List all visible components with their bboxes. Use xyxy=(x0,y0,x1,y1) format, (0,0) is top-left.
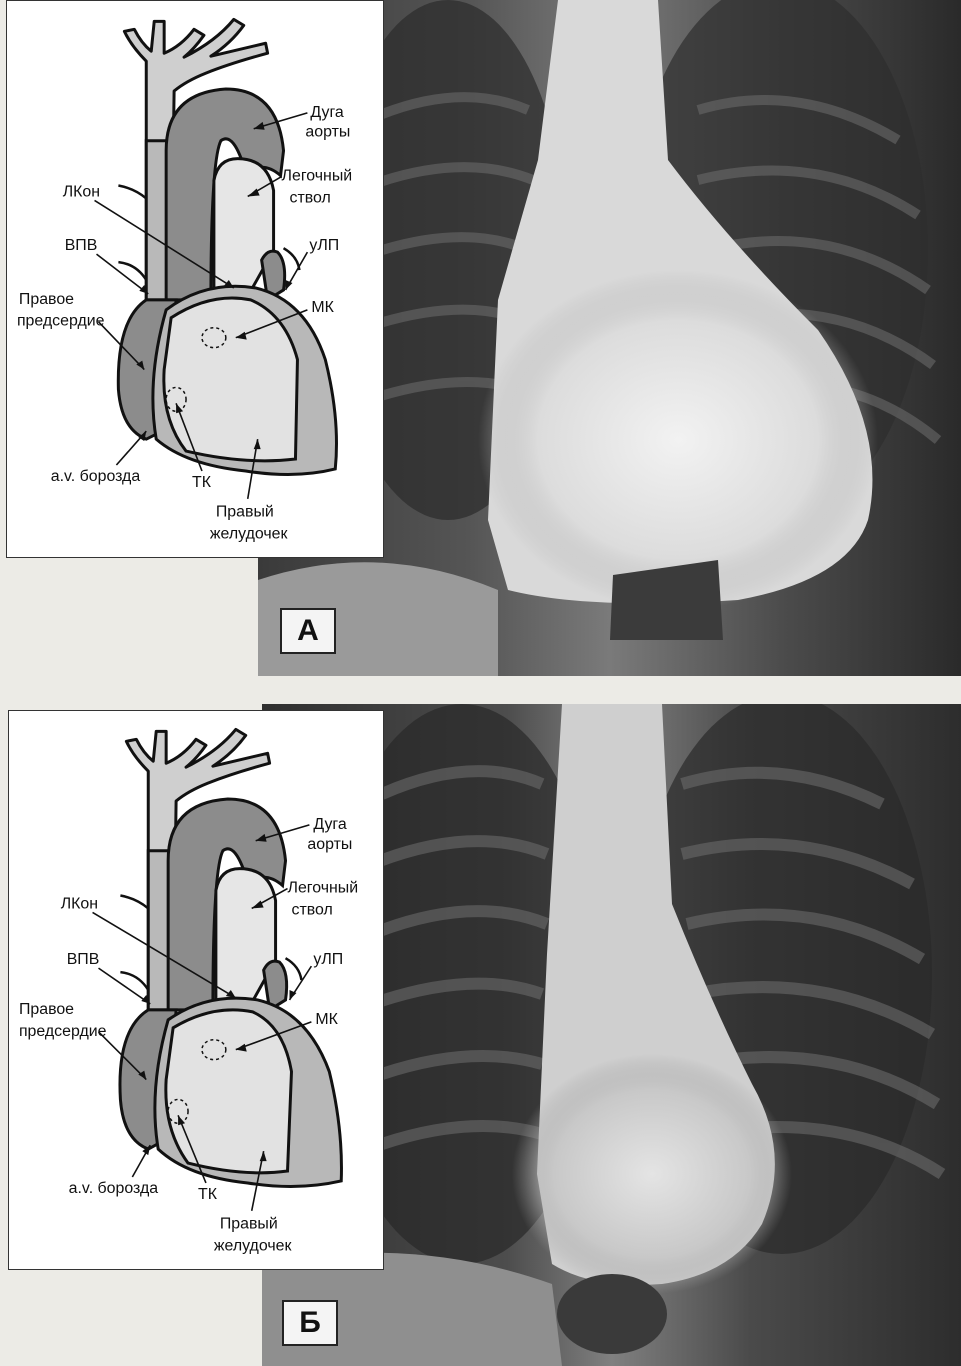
label-aortic-arch-line2: аорты xyxy=(307,836,352,853)
label-aortic-arch-line2: аорты xyxy=(305,124,350,141)
label-ula: уЛП xyxy=(309,237,339,254)
label-pulmonary-trunk-line2: ствол xyxy=(289,189,330,206)
label-lcon: ЛКон xyxy=(61,895,98,912)
label-tk: ТК xyxy=(192,474,212,491)
label-svc: ВПВ xyxy=(67,951,100,968)
label-pulmonary-trunk-line1: Легочный xyxy=(282,168,353,185)
label-right-atrium-line2: предсердие xyxy=(17,313,105,330)
label-mk: МК xyxy=(315,1011,338,1028)
label-right-ventricle-line1: Правый xyxy=(220,1216,278,1233)
label-right-atrium-line1: Правое xyxy=(19,291,74,308)
heart-diagram-b: Дуга аорты Легочный ствол ЛКон ВПВ уЛП П… xyxy=(8,710,384,1270)
panel-letter-b: Б xyxy=(282,1300,338,1346)
label-right-ventricle-line1: Правый xyxy=(216,504,274,521)
label-aortic-arch-line1: Дуга xyxy=(313,816,347,833)
panel-letter-a: А xyxy=(280,608,336,654)
label-right-ventricle-line2: желудочек xyxy=(210,526,289,543)
label-av-groove: a.v. борозда xyxy=(51,468,141,485)
label-right-atrium-line1: Правое xyxy=(19,1001,74,1018)
label-right-atrium-line2: предсердие xyxy=(19,1023,107,1040)
label-pulmonary-trunk-line1: Легочный xyxy=(288,880,359,897)
label-aortic-arch-line1: Дуга xyxy=(310,104,344,121)
label-ula: уЛП xyxy=(313,951,343,968)
label-right-ventricle-line2: желудочек xyxy=(214,1238,293,1255)
label-av-groove: a.v. борозда xyxy=(69,1180,159,1197)
figure-panel-b: Дуга аорты Легочный ствол ЛКон ВПВ уЛП П… xyxy=(0,704,961,1366)
label-mk: МК xyxy=(311,299,334,316)
heart-diagram-a: Дуга аорты Легочный ствол ЛКон ВПВ уЛП П… xyxy=(6,0,384,558)
label-pulmonary-trunk-line2: ствол xyxy=(291,901,332,918)
label-lcon: ЛКон xyxy=(63,183,100,200)
figure-panel-a: Дуга аорты Легочный ствол ЛКон ВПВ уЛП П… xyxy=(0,0,961,680)
label-tk: ТК xyxy=(198,1186,218,1203)
label-svc: ВПВ xyxy=(65,237,98,254)
